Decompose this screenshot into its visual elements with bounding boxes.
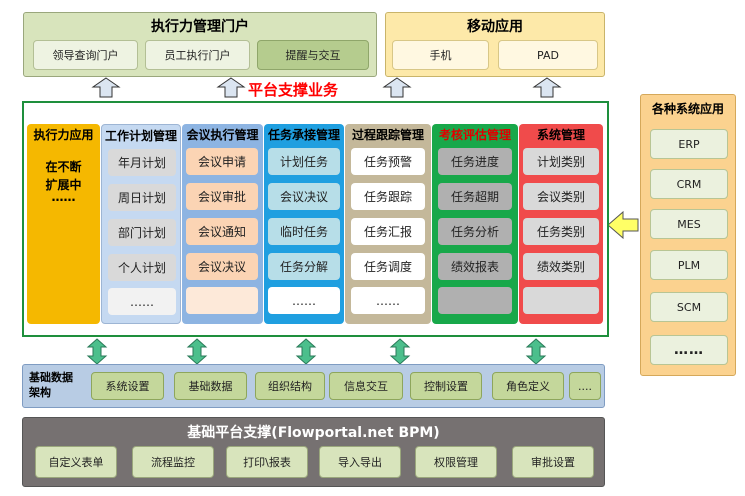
column-title: 系统管理 (536, 128, 585, 142)
cell-meeting-notice[interactable]: 会议通知 (186, 218, 258, 245)
cell-performance-report[interactable]: 绩效报表 (438, 253, 512, 280)
mobile-panel: 移动应用 手机 PAD (385, 12, 605, 77)
column-meeting: 会议执行管理 会议申请 会议审批 会议通知 会议决议 (182, 124, 263, 324)
system-more[interactable]: …… (650, 335, 728, 365)
cell-task-tracking[interactable]: 任务跟踪 (351, 183, 425, 210)
cell-task-category[interactable]: 任务类别 (523, 218, 599, 245)
cell-task-dispatch[interactable]: 任务调度 (351, 253, 425, 280)
platform-process-monitor[interactable]: 流程监控 (132, 446, 214, 478)
column-exec-app: 执行力应用 在不断 扩展中 …… (27, 124, 100, 324)
cell-meeting-resolution[interactable]: 会议决议 (268, 183, 340, 210)
column-system-admin: 系统管理 计划类别 会议类别 任务类别 绩效类别 (519, 124, 603, 324)
cell-more[interactable]: …… (351, 287, 425, 314)
cell-task-warning[interactable]: 任务预警 (351, 148, 425, 175)
column-title: 任务承接管理 (267, 128, 340, 142)
column-exec-text-3: …… (51, 190, 76, 204)
column-title: 过程跟踪管理 (351, 128, 424, 142)
column-title: 考核评估管理 (438, 128, 511, 142)
portal-title: 执行力管理门户 (151, 19, 249, 35)
base-data-control-settings[interactable]: 控制设置 (410, 372, 482, 400)
mobile-item-phone[interactable]: 手机 (392, 40, 489, 70)
left-arrow-icon (607, 210, 639, 240)
base-data-panel: 基础数据架构 系统设置 基础数据 组织结构 信息交互 控制设置 角色定义 ...… (22, 364, 605, 408)
portal-panel: 执行力管理门户 领导查询门户 员工执行门户 提醒与交互 (23, 12, 377, 77)
base-data-org-structure[interactable]: 组织结构 (255, 372, 325, 400)
cell-empty (523, 287, 599, 314)
cell-empty (438, 287, 512, 314)
base-platform-title: 基础平台支撑(Flowportal.net BPM) (187, 425, 440, 441)
portal-item-reminder-interaction[interactable]: 提醒与交互 (257, 40, 369, 70)
cell-meeting-approve[interactable]: 会议审批 (186, 183, 258, 210)
system-scm[interactable]: SCM (650, 292, 728, 322)
platform-permission-mgmt[interactable]: 权限管理 (415, 446, 497, 478)
double-arrow-icon (186, 338, 208, 365)
cell-more[interactable]: …… (268, 287, 340, 314)
cell-dept-plan[interactable]: 部门计划 (108, 219, 176, 246)
column-title: 工作计划管理 (104, 129, 177, 143)
system-plm[interactable]: PLM (650, 250, 728, 280)
cell-plan-task[interactable]: 计划任务 (268, 148, 340, 175)
cell-year-month-plan[interactable]: 年月计划 (108, 149, 176, 176)
platform-approval-settings[interactable]: 审批设置 (512, 446, 594, 478)
base-data-basic-data[interactable]: 基础数据 (174, 372, 247, 400)
column-work-plan: 工作计划管理 年月计划 周日计划 部门计划 个人计划 …… (101, 124, 181, 324)
column-task-accept: 任务承接管理 计划任务 会议决议 临时任务 任务分解 …… (264, 124, 344, 324)
cell-meeting-resolution[interactable]: 会议决议 (186, 253, 258, 280)
up-arrow-icon (216, 77, 246, 98)
base-platform-panel: 基础平台支撑(Flowportal.net BPM) 自定义表单 流程监控 打印… (22, 417, 605, 487)
cell-personal-plan[interactable]: 个人计划 (108, 254, 176, 281)
platform-import-export[interactable]: 导入导出 (319, 446, 401, 478)
system-erp[interactable]: ERP (650, 129, 728, 159)
cell-task-progress[interactable]: 任务进度 (438, 148, 512, 175)
systems-panel: 各种系统应用 ERP CRM MES PLM SCM …… (640, 94, 736, 376)
platform-title: 平台支撑业务 (248, 81, 339, 99)
cell-meeting-category[interactable]: 会议类别 (523, 183, 599, 210)
base-data-more[interactable]: .... (569, 372, 601, 400)
column-title: 执行力应用 (33, 128, 94, 142)
cell-performance-category[interactable]: 绩效类别 (523, 253, 599, 280)
cell-week-day-plan[interactable]: 周日计划 (108, 184, 176, 211)
column-exec-text-2: 扩展中 (45, 178, 82, 192)
column-assessment: 考核评估管理 任务进度 任务超期 任务分析 绩效报表 (432, 124, 518, 324)
double-arrow-icon (525, 338, 547, 365)
cell-meeting-apply[interactable]: 会议申请 (186, 148, 258, 175)
cell-task-report[interactable]: 任务汇报 (351, 218, 425, 245)
platform-print-report[interactable]: 打印\报表 (226, 446, 308, 478)
cell-more[interactable]: …… (108, 288, 176, 315)
double-arrow-icon (295, 338, 317, 365)
portal-item-leader-query[interactable]: 领导查询门户 (33, 40, 138, 70)
cell-task-overdue[interactable]: 任务超期 (438, 183, 512, 210)
mobile-title: 移动应用 (467, 19, 523, 35)
system-crm[interactable]: CRM (650, 169, 728, 199)
cell-temp-task[interactable]: 临时任务 (268, 218, 340, 245)
base-data-role-definition[interactable]: 角色定义 (492, 372, 564, 400)
base-data-info-exchange[interactable]: 信息交互 (329, 372, 403, 400)
system-mes[interactable]: MES (650, 209, 728, 239)
up-arrow-icon (532, 77, 562, 98)
column-process-track: 过程跟踪管理 任务预警 任务跟踪 任务汇报 任务调度 …… (345, 124, 431, 324)
cell-task-breakdown[interactable]: 任务分解 (268, 253, 340, 280)
cell-task-analysis[interactable]: 任务分析 (438, 218, 512, 245)
base-data-title: 基础数据架构 (29, 371, 73, 399)
double-arrow-icon (86, 338, 108, 365)
platform-custom-form[interactable]: 自定义表单 (35, 446, 117, 478)
up-arrow-icon (382, 77, 412, 98)
mobile-item-pad[interactable]: PAD (498, 40, 598, 70)
cell-empty (186, 287, 258, 314)
cell-plan-category[interactable]: 计划类别 (523, 148, 599, 175)
base-data-system-settings[interactable]: 系统设置 (91, 372, 164, 400)
systems-title: 各种系统应用 (651, 102, 724, 116)
up-arrow-icon (91, 77, 121, 98)
column-title: 会议执行管理 (186, 128, 259, 142)
double-arrow-icon (389, 338, 411, 365)
column-exec-text-1: 在不断 (45, 160, 82, 174)
portal-item-employee-exec[interactable]: 员工执行门户 (145, 40, 250, 70)
